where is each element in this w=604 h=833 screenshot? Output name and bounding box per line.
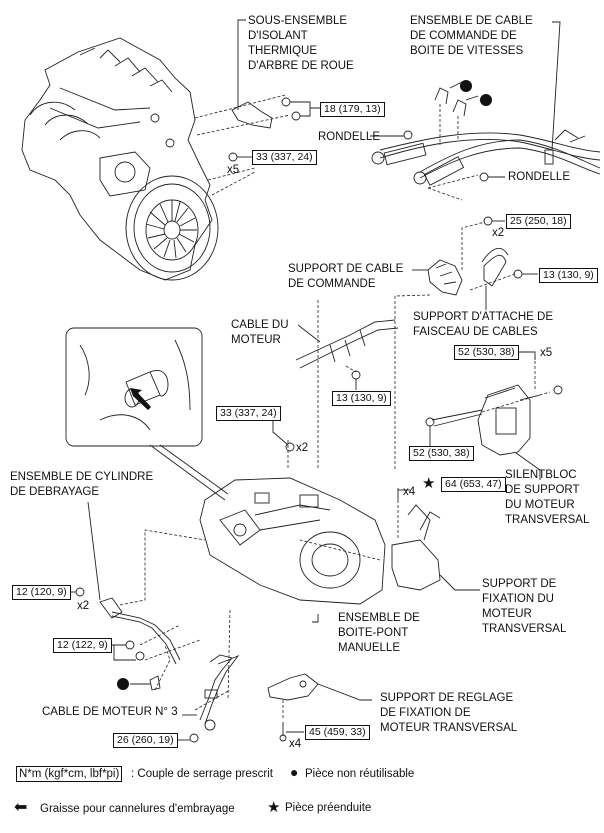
torque-engine-wire-no3: 26 (260, 19) xyxy=(113,733,178,748)
torque-cable-bracket: 25 (250, 18) xyxy=(506,214,571,229)
qty-cable-bracket: x2 xyxy=(492,227,505,239)
label-transverse-mount-insulator: SILENTBLOC DE SUPPORT DU MOTEUR TRANSVER… xyxy=(505,469,590,526)
torque-engine-bolts: 33 (337, 24) xyxy=(252,150,317,165)
non-reusable-dot-icon: ● xyxy=(290,764,299,780)
label-shift-cable: ENSEMBLE DE CABLE DE COMMANDE DE BOITE D… xyxy=(410,15,533,57)
torque-clamp-bracket: 13 (130, 9) xyxy=(539,268,598,283)
qty-engine-bolts: x5 xyxy=(227,164,240,176)
torque-heat-insulator: 18 (179, 13) xyxy=(320,102,385,117)
grease-arrow-icon: ⬅ xyxy=(14,799,28,816)
legend-non-reusable: Pièce non réutilisable xyxy=(305,768,415,780)
engine-illustration xyxy=(21,37,213,281)
qty-transaxle-bolts: x2 xyxy=(296,442,309,454)
torque-adjust-bracket: 45 (459, 33) xyxy=(305,725,370,740)
torque-transaxle-bolts: 33 (337, 24) xyxy=(216,406,281,421)
label-manual-transaxle: ENSEMBLE DE BOITE-PONT MANUELLE xyxy=(338,612,420,654)
label-engine-wire: CABLE DU MOTEUR xyxy=(231,319,289,346)
legend-torque-desc: : Couple de serrage prescrit xyxy=(131,768,273,780)
precoated-star-icon: ★ xyxy=(422,475,436,492)
splines-inset xyxy=(65,327,229,501)
legend-torque-unit: N*m (kgf*cm, lbf*pi) xyxy=(16,766,123,782)
qty-insulator-top: x5 xyxy=(540,347,553,359)
label-harness-clamp-bracket: SUPPORT D'ATTACHE DE FAISCEAU DE CABLES xyxy=(413,311,554,338)
qty-clutch-cylinder: x2 xyxy=(77,600,90,612)
torque-engine-wire: 13 (130, 9) xyxy=(332,391,391,406)
qty-adjust-bracket: x4 xyxy=(289,738,302,750)
torque-insulator-bolt: 52 (530, 38) xyxy=(409,446,474,461)
transaxle-illustration xyxy=(199,477,386,605)
legend-grease: Graisse pour cannelures d'embrayage xyxy=(40,803,235,815)
legend-star-icon: ★ xyxy=(267,799,281,816)
clutch-cover-illustration xyxy=(125,175,219,281)
torque-clutch-cylinder: 12 (120, 9) xyxy=(12,585,71,600)
label-washer-left: RONDELLE xyxy=(318,131,380,143)
label-clutch-cylinder: ENSEMBLE DE CYLINDRE DE DEBRAYAGE xyxy=(10,471,154,498)
label-transverse-mount-adjust: SUPPORT DE REGLAGE DE FIXATION DE MOTEUR… xyxy=(380,692,518,734)
label-washer-right: RONDELLE xyxy=(508,171,570,183)
qty-mount-bracket: x4 xyxy=(403,486,416,498)
torque-mount-bracket: 64 (653, 47) xyxy=(441,477,506,492)
label-transverse-mount-bracket: SUPPORT DE FIXATION DU MOTEUR TRANSVERSA… xyxy=(482,578,567,635)
legend-precoated: Pièce préenduite xyxy=(285,802,372,814)
torque-insulator-top: 52 (530, 38) xyxy=(454,345,519,360)
torque-clamp-low: 12 (122, 9) xyxy=(53,638,112,653)
label-heat-insulator: SOUS-ENSEMBLE D'ISOLANT THERMIQUE D'ARBR… xyxy=(248,15,354,72)
shift-cable-illustration xyxy=(371,129,601,186)
label-engine-wire-no3: CABLE DE MOTEUR N° 3 xyxy=(42,706,178,718)
label-control-cable-bracket: SUPPORT DE CABLE DE COMMANDE xyxy=(288,263,404,290)
